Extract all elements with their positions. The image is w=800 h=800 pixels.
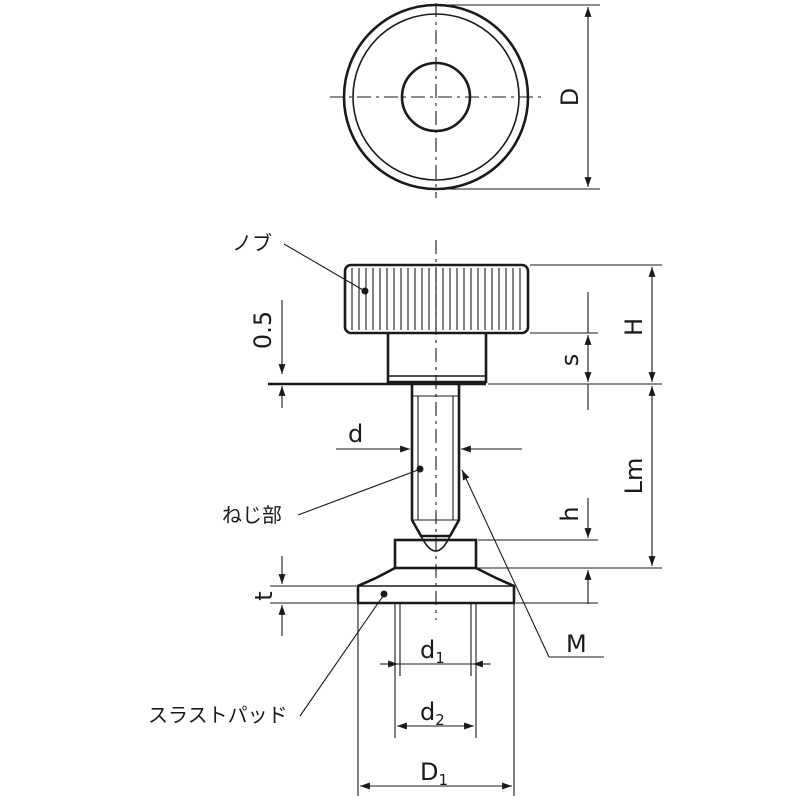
thrust-pad-label: スラストパッド (148, 703, 288, 727)
knob-leader (283, 243, 364, 291)
knob-leader-dot (361, 287, 369, 295)
gap-label: 0.5 (249, 311, 277, 349)
D-label: D (556, 88, 584, 106)
d1-symbol: d (420, 636, 435, 664)
d1-label: d1 (420, 636, 445, 667)
H-label: H (620, 318, 648, 336)
thrust-pad-leader-dot (380, 590, 388, 598)
D1-label: D1 (420, 758, 448, 789)
D1-subscript: 1 (438, 771, 448, 789)
thread-part-label: ねじ部 (222, 503, 282, 527)
M-label: M (566, 630, 587, 658)
dimensions-left: 0.5 d t (249, 300, 522, 636)
d2-symbol: d (420, 698, 435, 726)
dimensions-right: H s Lm h (478, 264, 662, 604)
Lm-label: Lm (620, 458, 648, 495)
thread-part-leader-dot (416, 465, 424, 473)
d2-subscript: 2 (435, 711, 445, 729)
thread-shaft (410, 384, 461, 538)
t-label: t (250, 591, 278, 600)
h-label: h (556, 506, 584, 521)
thrust-pad-leader (299, 595, 384, 717)
thread-part-leader (297, 469, 419, 516)
callouts: ノブ ねじ部 M スラストパッド (148, 231, 604, 727)
D1-symbol: D (420, 758, 438, 786)
d1-subscript: 1 (435, 649, 445, 667)
knurl-lines (351, 268, 521, 330)
M-leader (461, 469, 550, 658)
knob-neck (386, 333, 488, 384)
top-view: D (330, 3, 600, 198)
dimensions-bottom: d1 d2 D1 (357, 604, 515, 796)
d2-label: d2 (420, 698, 445, 729)
knob-label: ノブ (232, 231, 272, 255)
s-label: s (556, 354, 584, 367)
side-view (268, 240, 530, 620)
d-label: d (348, 420, 363, 448)
